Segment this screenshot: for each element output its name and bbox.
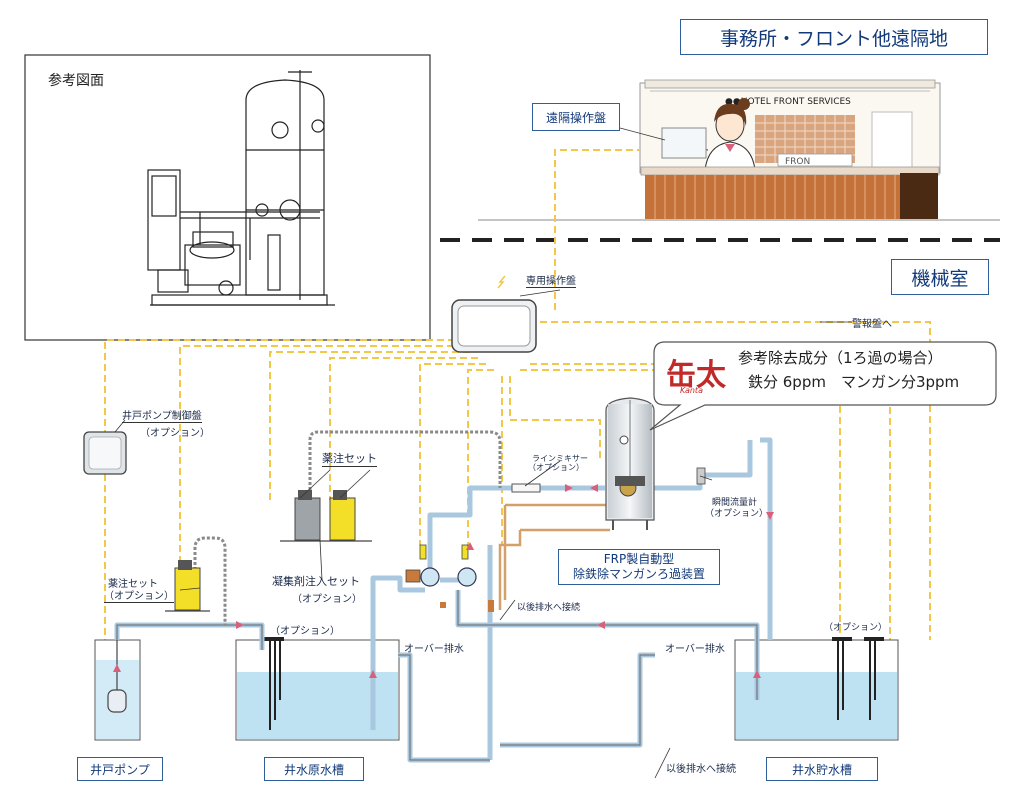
overflow-label-right: オーバー排水 (665, 644, 725, 655)
reference-drawing-title: 参考図面 (48, 72, 104, 89)
wireless-icon (497, 275, 506, 289)
front-plate: FRON (785, 157, 810, 167)
chem-set-left-label: 薬注セット (108, 579, 158, 590)
reference-drawing-equipment (147, 70, 335, 306)
machine-room-label: 機械室 (891, 259, 989, 295)
coag-set-label: 凝集剤注入セット (272, 575, 360, 588)
alarm-label: 警報盤へ (852, 319, 892, 330)
raw-tank-label: 井水原水槽 (264, 757, 364, 781)
overflow-label-left: オーバー排水 (404, 644, 464, 655)
hotel-front-scene: ●●HOTEL FRONT SERVICES FRON (478, 79, 1000, 221)
line-mixer (511, 483, 541, 493)
level-sensors (269, 640, 876, 730)
chemical-hose (308, 430, 502, 490)
leader-lines (114, 127, 852, 779)
line-mixer-option: （オプション） (528, 463, 584, 472)
booster-pumps (405, 544, 494, 612)
hotel-sign: ●●HOTEL FRONT SERVICES (725, 97, 851, 107)
well-pump-panel-option: （オプション） (140, 428, 210, 439)
well-pump-panel-label: 井戸ポンプ制御盤 (122, 407, 202, 423)
well-pump-label: 井戸ポンプ (77, 757, 163, 781)
frp-filter-label-line2: 除鉄除マンガンろ過装置 (572, 567, 705, 581)
drain-connect-label-lower: 以後排水へ接続 (666, 764, 736, 775)
remote-panel-label: 遠隔操作盤 (532, 103, 620, 131)
dedicated-panel-label: 専用操作盤 (526, 272, 576, 288)
storage-tank-label: 井水貯水槽 (766, 757, 878, 781)
flow-arrows (113, 484, 774, 678)
frp-filter-vessel (605, 397, 655, 530)
frp-filter-label-line1: FRP製自動型 (603, 552, 675, 566)
removal-title: 参考除去成分（1ろ過の場合） (738, 349, 943, 367)
receptionist-icon (682, 98, 756, 171)
frp-filter-label: FRP製自動型 除鉄除マンガンろ過装置 (558, 549, 720, 585)
reference-drawing-frame (24, 54, 431, 341)
coag-set-option: （オプション） (292, 594, 362, 605)
line-mixer-label: ラインミキサー (532, 454, 588, 463)
option-left-label: （オプション） (270, 626, 340, 637)
kanta-logo: 缶太 (666, 358, 726, 393)
option-right-label: （オプション） (824, 623, 888, 633)
flow-meter-option: （オプション） (705, 509, 769, 519)
piping (114, 437, 773, 763)
backwash-line (498, 503, 610, 610)
kanta-logo-sub: Kanta (680, 386, 703, 395)
removal-callout (649, 341, 997, 431)
chem-set-left-tank (165, 560, 210, 612)
well-pit (94, 639, 141, 741)
chem-set-label: 薬注セット (322, 452, 377, 467)
chem-set-left-option: （オプション） (104, 587, 174, 603)
chem-set-tanks (280, 490, 372, 542)
drain-connect-label-upper: 以後排水へ接続 (517, 603, 581, 613)
flow-meter-label: 瞬間流量計 (712, 498, 758, 508)
office-label: 事務所・フロント他遠隔地 (680, 19, 988, 55)
removal-values: 鉄分 6ppm マンガン分3ppm (748, 373, 960, 391)
